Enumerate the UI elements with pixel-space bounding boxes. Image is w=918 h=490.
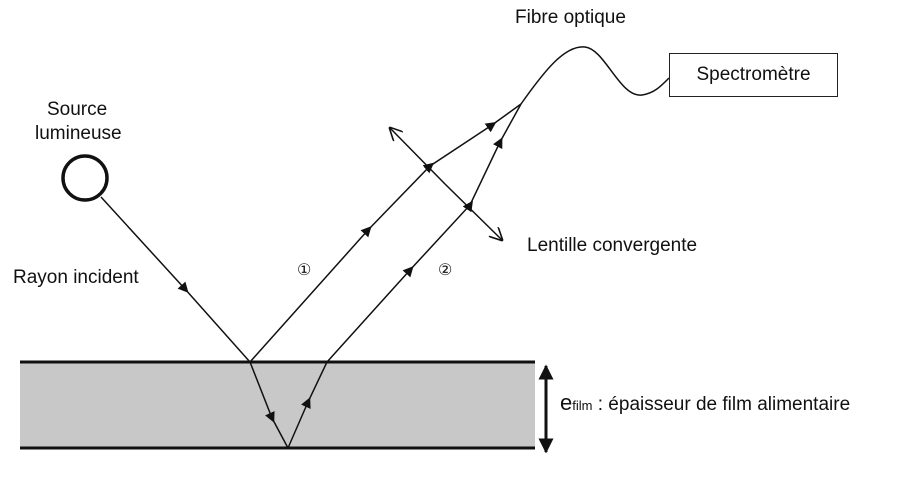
converging-lens-top <box>390 128 446 185</box>
incident-ray <box>100 196 251 363</box>
reflected-ray-1 <box>249 103 522 363</box>
thickness-subscript: film <box>572 398 593 413</box>
lens-label: Lentille convergente <box>527 235 698 256</box>
thickness-label: efilm : épaisseur de film alimentaire <box>560 390 851 415</box>
light-source <box>61 154 109 202</box>
fiber-label: Fibre optique <box>515 7 626 28</box>
ray-1-label: ① <box>297 262 312 279</box>
refracted-ray-down <box>249 361 289 449</box>
incident-ray-label: Rayon incident <box>13 267 139 288</box>
thickness-description: : épaisseur de film alimentaire <box>592 394 851 415</box>
source-label-line2: lumineuse <box>35 123 122 144</box>
thickness-symbol: e <box>560 390 573 415</box>
ray-2-label: ② <box>438 262 453 279</box>
source-label-line1: Source <box>47 99 108 120</box>
refracted-ray-up <box>287 361 328 449</box>
food-film-layer <box>20 362 535 448</box>
optical-fiber <box>520 46 670 105</box>
reflected-ray-2 <box>326 103 522 363</box>
spectrometer-box: Spectromètre <box>669 53 838 97</box>
spectrometer-label: Spectromètre <box>696 64 811 85</box>
converging-lens <box>444 183 502 240</box>
